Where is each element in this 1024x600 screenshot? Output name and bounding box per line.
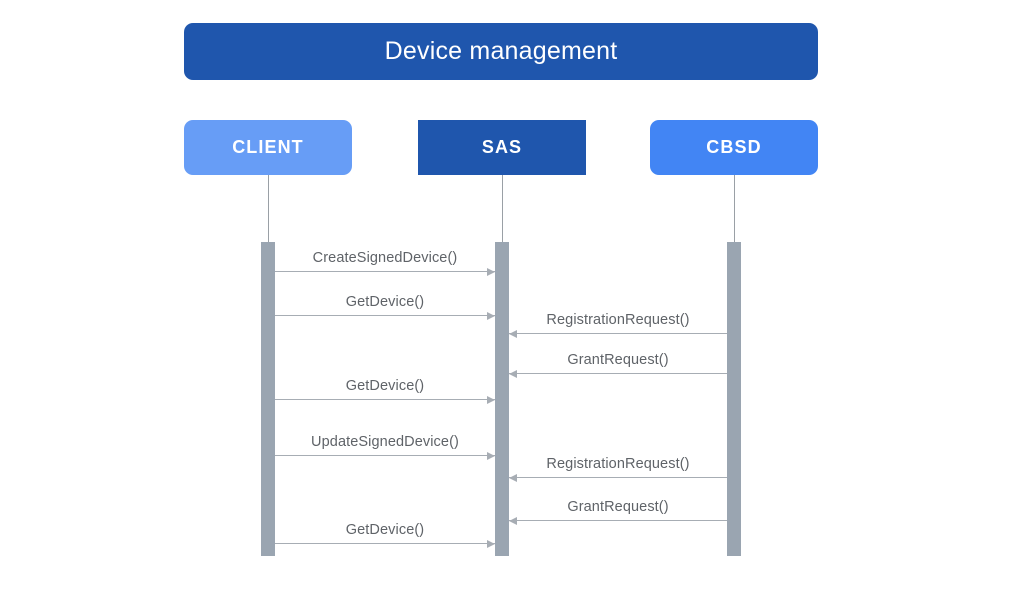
- message-line: [509, 520, 727, 521]
- message-line: [275, 455, 495, 456]
- message-arrowhead-left: [509, 473, 517, 482]
- message-label: RegistrationRequest(): [546, 312, 690, 328]
- message-arrowhead-right: [487, 267, 495, 276]
- message-arrowhead-right: [487, 311, 495, 320]
- message-line: [509, 333, 727, 334]
- diagram-title: Device management: [184, 23, 818, 80]
- message-label: GetDevice(): [345, 522, 425, 538]
- message-line: [275, 315, 495, 316]
- message-label: CreateSignedDevice(): [312, 250, 458, 266]
- message-arrowhead-right: [487, 395, 495, 404]
- message-line: [509, 373, 727, 374]
- message-line: [275, 271, 495, 272]
- message-label: GrantRequest(): [567, 352, 669, 368]
- message-arrowhead-right: [487, 539, 495, 548]
- message-label: GetDevice(): [345, 294, 425, 310]
- activation-bar-sas: [495, 242, 509, 556]
- participant-header-sas[interactable]: SAS: [418, 120, 586, 175]
- activation-bar-client: [261, 242, 275, 556]
- message-label: RegistrationRequest(): [546, 456, 690, 472]
- message-arrowhead-right: [487, 451, 495, 460]
- message-arrowhead-left: [509, 516, 517, 525]
- activation-bar-cbsd: [727, 242, 741, 556]
- message-line: [275, 543, 495, 544]
- participant-header-cbsd[interactable]: CBSD: [650, 120, 818, 175]
- message-arrowhead-left: [509, 329, 517, 338]
- participant-header-client[interactable]: CLIENT: [184, 120, 352, 175]
- message-label: GrantRequest(): [567, 499, 669, 515]
- message-line: [509, 477, 727, 478]
- message-label: GetDevice(): [345, 378, 425, 394]
- message-arrowhead-left: [509, 369, 517, 378]
- message-line: [275, 399, 495, 400]
- message-label: UpdateSignedDevice(): [311, 434, 459, 450]
